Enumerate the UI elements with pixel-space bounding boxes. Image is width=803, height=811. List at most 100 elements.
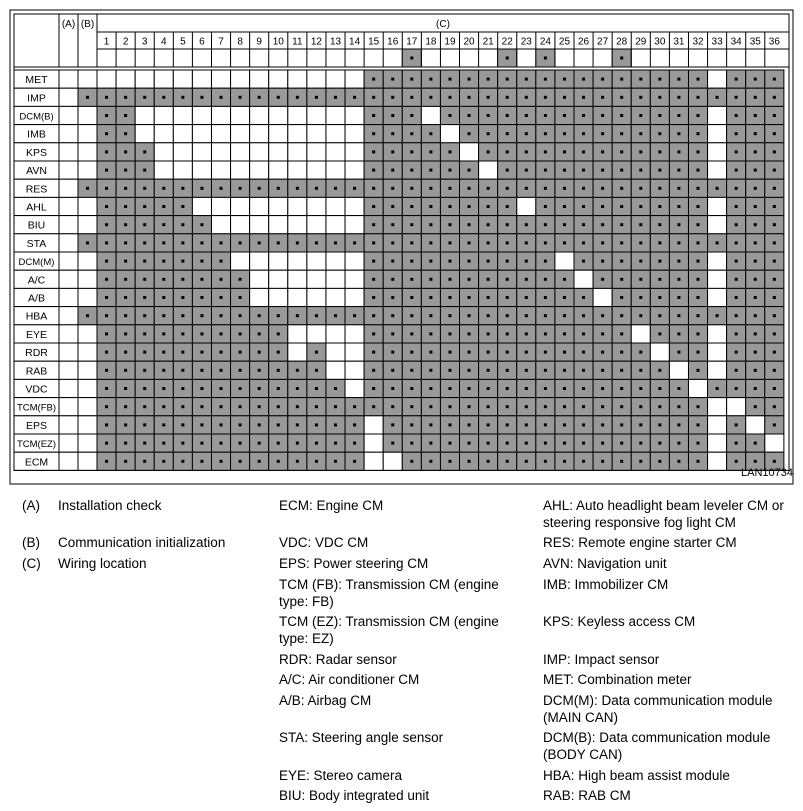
cell-marker <box>601 114 605 117</box>
cell-marker <box>486 387 490 390</box>
cell-marker <box>677 241 681 245</box>
cell-marker <box>238 332 242 336</box>
cell-marker <box>658 132 662 136</box>
cell-marker <box>753 114 757 117</box>
cell-marker <box>601 186 605 190</box>
cell-marker <box>372 132 376 136</box>
cell-marker <box>105 314 109 318</box>
cell-marker <box>353 95 357 99</box>
cell-marker <box>734 114 738 117</box>
cell-marker <box>601 314 605 318</box>
cell-marker <box>105 114 109 117</box>
row-label: DCM(M) <box>19 257 55 268</box>
cell-marker <box>219 387 223 390</box>
cell-marker <box>734 168 738 172</box>
cell-marker <box>200 241 204 245</box>
cell-marker <box>601 150 605 154</box>
legend-biu: BIU: Body integrated unit <box>279 788 430 803</box>
cell-marker <box>562 205 566 208</box>
cell-marker <box>639 186 643 190</box>
cell-marker <box>86 314 89 318</box>
cell-marker <box>562 241 566 245</box>
cell-marker <box>200 314 204 318</box>
cell-marker <box>105 223 109 227</box>
cell-marker <box>429 314 433 318</box>
cell-marker <box>562 114 566 117</box>
cell-marker <box>562 314 566 318</box>
cell-marker <box>696 332 700 336</box>
cell-marker <box>448 314 452 318</box>
cell-marker <box>772 168 776 172</box>
cell-marker <box>448 241 452 245</box>
cell-marker <box>486 368 490 372</box>
cell-marker <box>753 332 757 336</box>
cell-marker <box>295 314 299 318</box>
cell-marker <box>620 296 624 299</box>
matrix-row-dcmm: DCM(M) <box>13 251 785 271</box>
cell-marker <box>410 77 414 81</box>
cell-marker <box>734 259 738 263</box>
cell-marker <box>772 296 776 299</box>
cell-marker <box>639 150 643 154</box>
cell-marker <box>486 296 490 299</box>
cell-marker <box>734 132 738 136</box>
cell-marker <box>505 114 509 117</box>
cell-marker <box>524 241 528 245</box>
cell-marker <box>276 332 280 336</box>
cell-marker <box>772 132 776 136</box>
cell-marker <box>677 387 681 390</box>
cell-marker <box>105 186 109 190</box>
cell-marker <box>238 368 242 372</box>
cell-marker <box>467 168 471 172</box>
cell-marker <box>105 387 109 390</box>
cell-marker <box>658 77 662 81</box>
cell-marker <box>562 95 566 99</box>
cell-marker <box>677 77 681 81</box>
cell-marker <box>772 277 776 281</box>
cell-marker <box>219 186 223 190</box>
cell-marker <box>620 405 624 409</box>
cell-marker <box>658 314 662 318</box>
cell-marker <box>639 296 643 299</box>
legend-tcm-fb: TCM (FB): Transmission CM (engine type: … <box>279 577 499 609</box>
cell-marker <box>314 314 318 318</box>
cell-marker <box>753 314 757 318</box>
cell-marker <box>658 186 662 190</box>
cell-marker <box>200 95 204 99</box>
cell-marker <box>429 350 433 354</box>
matrix-row-tcmfb: TCM(FB) <box>13 397 785 417</box>
cell-marker <box>772 259 776 263</box>
cell-marker <box>391 132 395 136</box>
cell-marker <box>620 387 624 390</box>
cell-marker <box>391 387 395 390</box>
cell-marker <box>696 405 700 409</box>
cell-marker <box>391 296 395 299</box>
cell-marker <box>238 241 242 245</box>
cell-marker <box>524 277 528 281</box>
cell-marker <box>448 277 452 281</box>
cell-marker <box>658 241 662 245</box>
cell-marker <box>162 241 166 245</box>
cell-marker <box>620 205 624 208</box>
cell-marker <box>543 114 547 117</box>
cell-marker <box>219 368 223 372</box>
cell-marker <box>181 296 185 299</box>
cell-marker <box>639 168 643 172</box>
cell-marker <box>562 150 566 154</box>
cell-marker <box>238 95 242 99</box>
cell-marker <box>620 259 624 263</box>
cell-marker <box>162 387 166 390</box>
cell-marker <box>429 186 433 190</box>
cell-marker <box>543 314 547 318</box>
cell-marker <box>562 387 566 390</box>
cell-marker <box>696 368 700 372</box>
cell-marker <box>467 95 471 99</box>
cell-marker <box>448 350 452 354</box>
cell-marker <box>295 368 299 372</box>
cell-marker <box>429 277 433 281</box>
cell-marker <box>601 241 605 245</box>
cell-marker <box>677 277 681 281</box>
cell-marker <box>410 314 414 318</box>
cell-marker <box>620 314 624 318</box>
cell-marker <box>181 277 185 281</box>
